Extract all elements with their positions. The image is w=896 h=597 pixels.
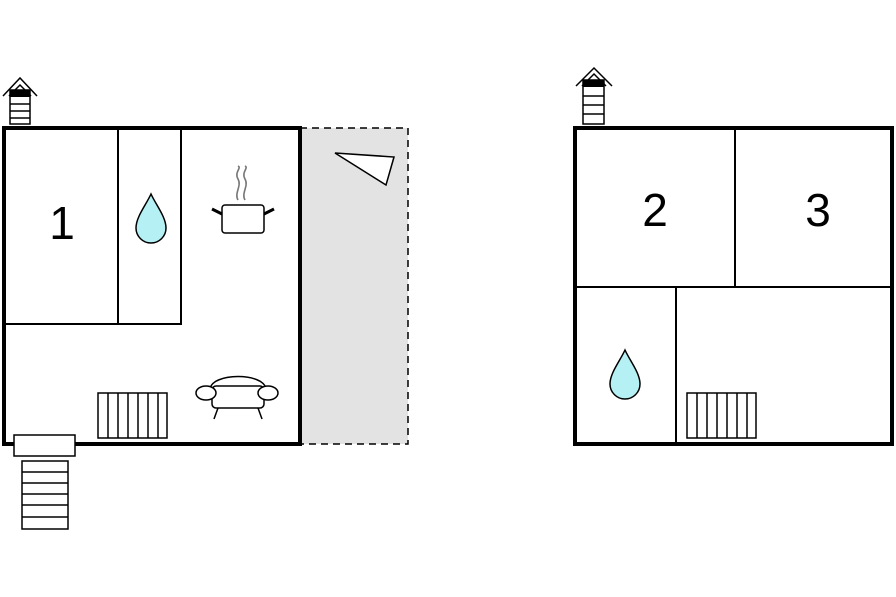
water-drop-icon (135, 192, 167, 244)
chimney-icon (575, 66, 613, 125)
door-icon (13, 434, 76, 457)
room-label-3: 3 (805, 184, 831, 236)
radiator-icon (97, 392, 168, 439)
water-drop-icon (609, 348, 641, 400)
upper-floor: 2 3 (573, 66, 894, 446)
chimney-icon (2, 76, 38, 125)
ventilation-window-icon (334, 152, 395, 187)
cooking-pot-icon (211, 165, 275, 234)
upper-floor-partitions (575, 128, 892, 444)
ground-floor-partitions (4, 128, 182, 325)
terrace-outline (300, 127, 409, 445)
terrace-area (300, 128, 408, 444)
sofa-icon (195, 375, 279, 420)
room-label-1: 1 (49, 197, 75, 249)
radiator-icon (686, 392, 757, 439)
ground-floor-walls (2, 126, 302, 446)
room-label-2: 2 (642, 184, 668, 236)
stairs-icon (21, 460, 69, 530)
ground-floor: 1 (2, 76, 409, 530)
